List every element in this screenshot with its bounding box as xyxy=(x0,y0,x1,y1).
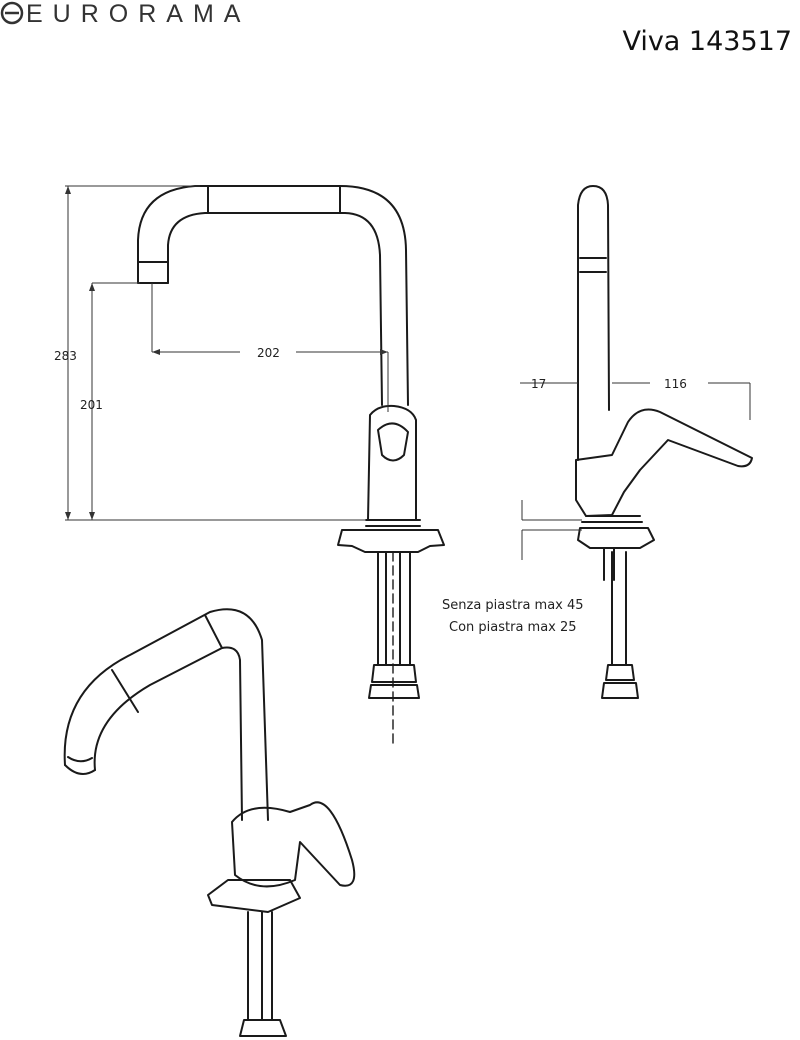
front-view xyxy=(137,185,445,746)
eurorama-logo-icon xyxy=(0,1,24,25)
dim-total-height: 283 xyxy=(54,349,77,363)
note-without-plate: Senza piastra max 45 xyxy=(442,598,584,613)
note-with-plate: Con piastra max 25 xyxy=(449,620,577,635)
dim-spout-reach: 202 xyxy=(257,346,280,360)
dimension-arrows xyxy=(65,186,388,520)
side-view xyxy=(575,185,753,699)
dimension-lines xyxy=(65,185,751,560)
isometric-view xyxy=(63,608,356,1037)
dim-side-offset: 17 xyxy=(531,377,546,391)
dim-spout-height: 201 xyxy=(80,398,103,412)
brand-logo: EURORAMA xyxy=(0,0,310,30)
brand-name: EURORAMA xyxy=(26,0,251,28)
dim-lever-reach: 116 xyxy=(664,377,687,391)
product-title: Viva 143517 xyxy=(622,26,792,57)
